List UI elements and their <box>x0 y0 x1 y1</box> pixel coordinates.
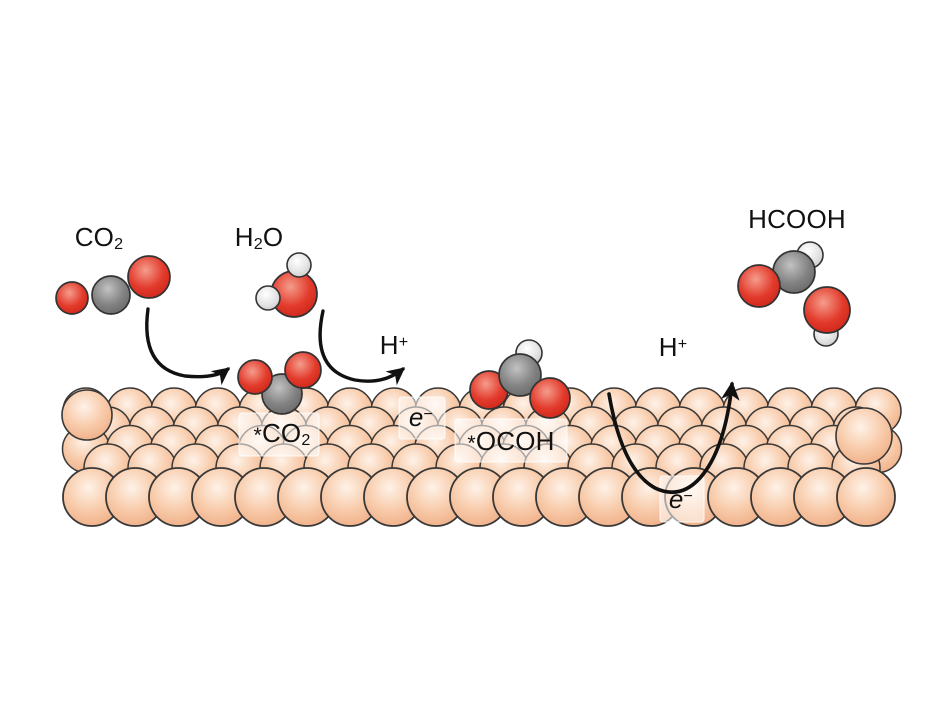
metal-atom <box>61 389 113 441</box>
surface-label-boxes <box>238 396 705 523</box>
h-plus-right-label: H+ <box>659 334 688 360</box>
oxygen-atom <box>127 255 171 299</box>
electron-left-label: e− <box>409 404 433 430</box>
water-molecule <box>255 252 318 318</box>
ads-co2-label: *CO2 <box>253 420 310 448</box>
label-superscript: + <box>398 333 409 352</box>
label-text: H <box>658 332 678 362</box>
hydrogen-atom <box>286 252 312 278</box>
label-subscript: 2 <box>301 430 311 449</box>
label-text: e <box>668 484 684 514</box>
label-text: CO <box>261 417 302 448</box>
carbon-atom <box>498 353 542 397</box>
metal-atom <box>835 407 893 465</box>
label-text: e <box>408 402 424 432</box>
oxygen-atom <box>284 351 322 389</box>
label-superscript: − <box>683 487 694 506</box>
adsorbed-co2-molecule <box>237 351 322 415</box>
hydrogen-atom <box>255 285 281 311</box>
label-text: H <box>234 221 254 252</box>
carbon-atom <box>91 275 131 315</box>
co2-gas-label: CO2 <box>75 224 124 252</box>
label-subscript: 2 <box>114 234 124 253</box>
metal-atom <box>836 467 896 527</box>
label-superscript: − <box>423 405 434 424</box>
label-text: OCOH <box>475 425 555 456</box>
ads-ocoh-label-box <box>454 418 568 463</box>
label-text: H <box>379 330 399 360</box>
h-plus-left-label: H+ <box>380 332 409 358</box>
oxygen-atom <box>237 359 273 395</box>
oxygen-atom <box>529 377 571 419</box>
co2-molecule <box>55 255 171 315</box>
adsorbed-site-star: * <box>253 422 262 447</box>
adsorbed-site-star: * <box>467 430 476 455</box>
ads-ocoh-label: *OCOH <box>467 428 554 454</box>
electron-right-label-box <box>659 475 705 523</box>
oxygen-atom <box>803 286 851 334</box>
proton-transfer-arrow <box>318 309 406 386</box>
reaction-arrows <box>145 307 740 495</box>
co2-adsorption-arrow <box>145 307 231 386</box>
hcooh-molecule <box>737 241 851 347</box>
electron-transfer-arrow <box>607 381 740 495</box>
electron-left-label-box <box>398 396 446 440</box>
label-text: CO <box>74 221 115 252</box>
label-superscript: + <box>677 335 688 354</box>
electron-right-label: e− <box>669 486 693 512</box>
label-text: O <box>262 221 284 252</box>
oxygen-atom <box>55 281 89 315</box>
label-subscript: 2 <box>253 234 263 253</box>
adsorbed-ocoh-molecule <box>469 339 571 419</box>
label-text: HCOOH <box>748 204 846 234</box>
oxygen-atom <box>737 264 781 308</box>
h2o-label: H2O <box>235 224 284 252</box>
hcooh-label: HCOOH <box>748 206 846 232</box>
